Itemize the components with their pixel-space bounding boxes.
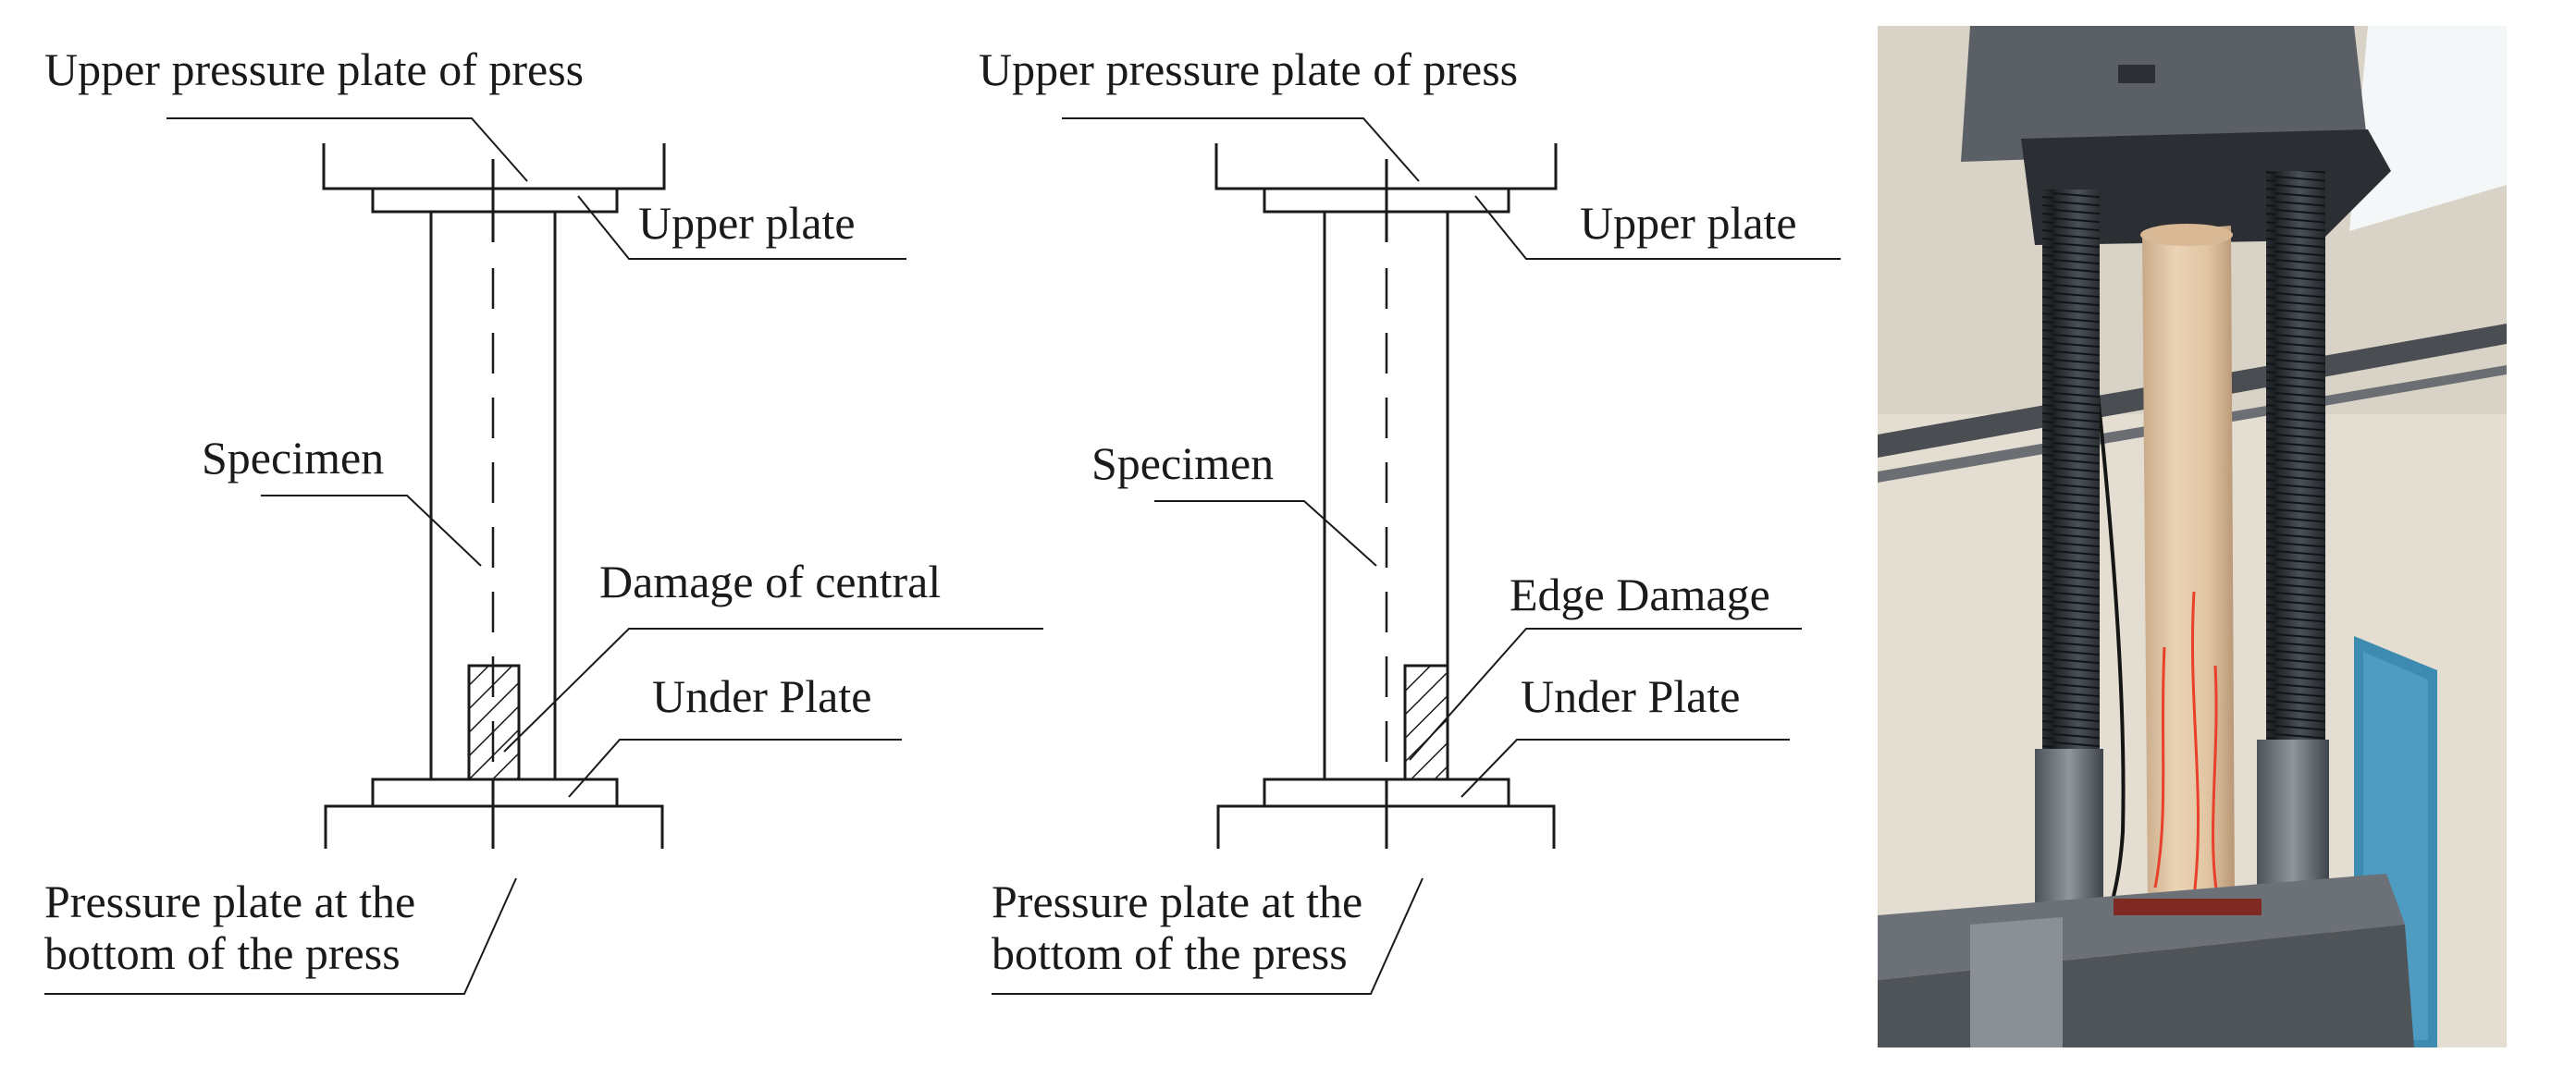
frame-leg (1970, 917, 2063, 1047)
label-central-damage: Damage of central (599, 556, 941, 607)
label-specimen: Specimen (202, 432, 384, 484)
label-under-plate: Under Plate (652, 670, 871, 722)
label-bottom-press-line2: bottom of the press (44, 927, 401, 979)
label-upper-plate: Upper plate (1580, 197, 1797, 249)
label-upper-press: Upper pressure plate of press (979, 43, 1518, 95)
label-specimen: Specimen (1091, 437, 1274, 489)
window (2349, 26, 2507, 231)
edge-damage-zone (1403, 664, 1449, 781)
leader-specimen (261, 495, 482, 567)
leader-under-plate (568, 739, 902, 798)
bottom-plate-red (2114, 899, 2262, 915)
label-upper-press: Upper pressure plate of press (44, 43, 584, 95)
label-bottom-press-line1: Pressure plate at the (44, 876, 415, 927)
leader-under-plate (1461, 739, 1790, 798)
label-upper-plate: Upper plate (638, 197, 856, 249)
column-top (2140, 224, 2233, 246)
leader-bottom-press (44, 877, 517, 995)
leader-specimen (1154, 500, 1377, 567)
diagram-central-damage: Upper pressure plate of press Upper plat… (44, 43, 1043, 995)
test-setup-photo (1878, 26, 2507, 1047)
strain-wire (2212, 665, 2220, 902)
bottom-press-plate-shape (1216, 804, 1556, 849)
machine-badge (2118, 65, 2155, 83)
leader-edge-damage (1409, 628, 1802, 761)
label-edge-damage: Edge Damage (1510, 569, 1770, 620)
leader-upper-plate (1474, 195, 1841, 260)
leader-central-damage (503, 628, 1043, 753)
leader-upper-press (1062, 117, 1420, 182)
leader-upper-plate (577, 195, 906, 260)
label-under-plate: Under Plate (1521, 670, 1740, 722)
threaded-rod-right (2266, 171, 2325, 763)
upper-plate-shape (371, 187, 619, 214)
leader-bottom-press (992, 877, 1424, 995)
label-bottom-press-line2: bottom of the press (992, 927, 1348, 979)
strain-wire (2190, 591, 2200, 898)
machine-head (1961, 26, 2368, 162)
threaded-rod-left (2042, 190, 2100, 767)
diagram-edge-damage: Upper pressure plate of press Upper plat… (979, 43, 1841, 995)
label-bottom-press-line1: Pressure plate at the (992, 876, 1362, 927)
timber-column (2142, 226, 2235, 908)
central-damage-zone (467, 664, 521, 781)
strain-wire (2153, 646, 2166, 888)
rod-sleeve-left (2035, 749, 2103, 911)
bottom-press-plate-shape (324, 804, 664, 849)
leader-upper-press (166, 117, 528, 182)
